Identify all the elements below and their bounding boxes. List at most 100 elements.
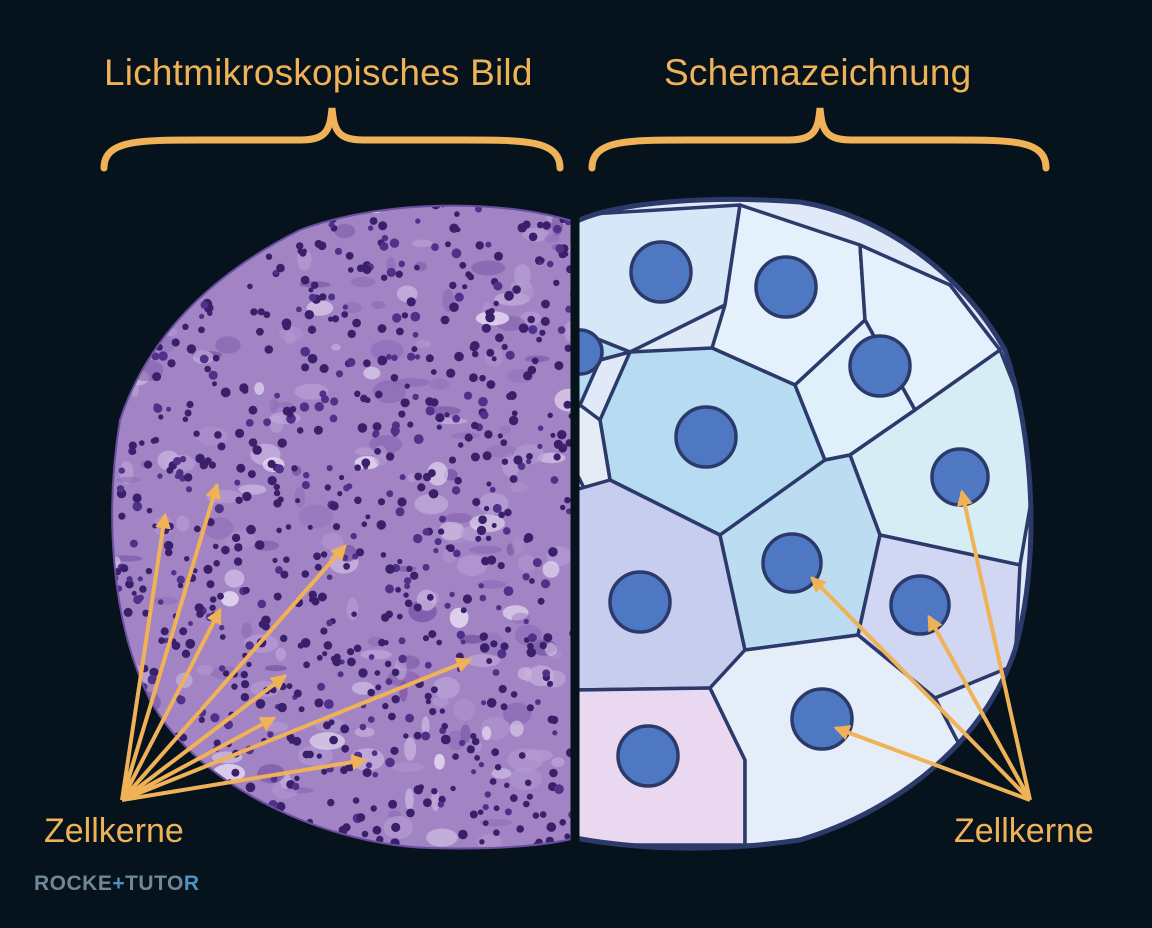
- stained-nucleus: [252, 445, 262, 455]
- tissue-texture: [415, 339, 432, 349]
- stained-nucleus: [131, 255, 140, 264]
- tissue-texture: [544, 642, 558, 656]
- stained-nucleus: [380, 552, 387, 558]
- stained-nucleus: [221, 545, 230, 555]
- stained-nucleus: [398, 260, 406, 268]
- stained-nucleus: [400, 398, 410, 408]
- stained-nucleus: [133, 595, 143, 605]
- stained-nucleus: [532, 812, 540, 819]
- stained-nucleus: [319, 366, 325, 372]
- stained-nucleus: [293, 689, 302, 698]
- stained-nucleus: [210, 713, 220, 723]
- stained-nucleus: [250, 308, 258, 316]
- stained-nucleus: [505, 626, 512, 633]
- stained-nucleus: [497, 649, 507, 659]
- stained-nucleus: [341, 744, 350, 753]
- stained-nucleus: [342, 304, 349, 310]
- arrow: [957, 489, 1032, 801]
- stained-nucleus: [112, 320, 116, 328]
- stained-nucleus: [140, 699, 147, 707]
- stained-nucleus: [267, 476, 277, 486]
- stained-nucleus: [504, 782, 510, 788]
- stained-nucleus: [341, 311, 349, 318]
- stained-nucleus: [242, 586, 250, 594]
- tissue-texture: [432, 696, 449, 707]
- stained-nucleus: [112, 262, 121, 270]
- tissue-texture: [238, 484, 267, 495]
- stained-nucleus: [522, 573, 530, 581]
- stained-nucleus: [403, 577, 412, 585]
- stained-nucleus: [540, 316, 550, 326]
- stained-nucleus: [313, 425, 323, 435]
- stained-nucleus: [153, 220, 160, 227]
- stained-nucleus: [133, 323, 142, 331]
- stained-nucleus: [437, 528, 445, 535]
- stained-nucleus: [401, 312, 409, 319]
- tissue-texture: [164, 272, 184, 280]
- stained-nucleus: [476, 525, 487, 536]
- stained-nucleus: [126, 709, 133, 716]
- stained-nucleus: [404, 383, 410, 389]
- stained-nucleus: [212, 381, 217, 387]
- stained-nucleus: [273, 483, 280, 491]
- stained-nucleus: [424, 692, 432, 700]
- stained-nucleus: [198, 716, 205, 724]
- stained-nucleus: [342, 823, 351, 832]
- stained-nucleus: [188, 621, 193, 626]
- stained-nucleus: [381, 234, 389, 242]
- tissue-texture: [116, 476, 141, 483]
- stained-nucleus: [491, 748, 500, 757]
- tissue-texture: [334, 224, 356, 238]
- tissue-texture: [524, 749, 553, 762]
- stained-nucleus: [546, 260, 554, 268]
- stained-nucleus: [392, 313, 402, 323]
- tissue-texture: [481, 726, 492, 741]
- stained-nucleus: [470, 341, 480, 351]
- stained-nucleus: [392, 431, 398, 437]
- stained-nucleus: [194, 793, 202, 800]
- cell-nucleus: [608, 570, 672, 634]
- stained-nucleus: [484, 791, 491, 798]
- stained-nucleus: [103, 679, 111, 687]
- stained-nucleus: [272, 557, 278, 564]
- cell-nucleus: [674, 405, 738, 469]
- stained-nucleus: [182, 416, 189, 423]
- stained-nucleus: [377, 498, 386, 506]
- stained-nucleus: [184, 473, 193, 482]
- stained-nucleus: [488, 308, 495, 315]
- stained-nucleus: [504, 290, 514, 301]
- stained-nucleus: [417, 483, 426, 492]
- stained-nucleus: [494, 251, 503, 261]
- stained-nucleus: [300, 346, 311, 357]
- stained-nucleus: [486, 698, 497, 708]
- stained-nucleus: [449, 281, 457, 290]
- stained-nucleus: [303, 661, 310, 669]
- tissue-texture: [269, 398, 279, 413]
- stained-nucleus: [208, 461, 216, 469]
- tissue-texture: [144, 256, 153, 273]
- stained-nucleus: [453, 549, 461, 558]
- stained-nucleus: [385, 610, 394, 619]
- stained-nucleus: [356, 264, 365, 273]
- stained-nucleus: [193, 525, 201, 533]
- stained-nucleus: [329, 414, 338, 423]
- stained-nucleus: [112, 407, 119, 416]
- stained-nucleus: [236, 463, 246, 473]
- stained-nucleus: [131, 590, 137, 596]
- stained-nucleus: [550, 432, 556, 438]
- stained-nucleus: [436, 639, 443, 646]
- stained-nucleus: [184, 211, 191, 218]
- stained-nucleus: [330, 397, 339, 406]
- stained-nucleus: [367, 225, 374, 231]
- stained-nucleus: [234, 543, 243, 552]
- stained-nucleus: [354, 390, 361, 397]
- tissue-texture: [471, 260, 506, 276]
- stained-nucleus: [467, 273, 475, 281]
- stained-nucleus: [434, 538, 442, 546]
- stained-nucleus: [451, 248, 462, 259]
- stained-nucleus: [116, 485, 125, 493]
- stained-nucleus: [144, 234, 154, 243]
- tissue-texture: [511, 536, 525, 554]
- stained-nucleus: [196, 266, 207, 277]
- stained-nucleus: [126, 576, 133, 583]
